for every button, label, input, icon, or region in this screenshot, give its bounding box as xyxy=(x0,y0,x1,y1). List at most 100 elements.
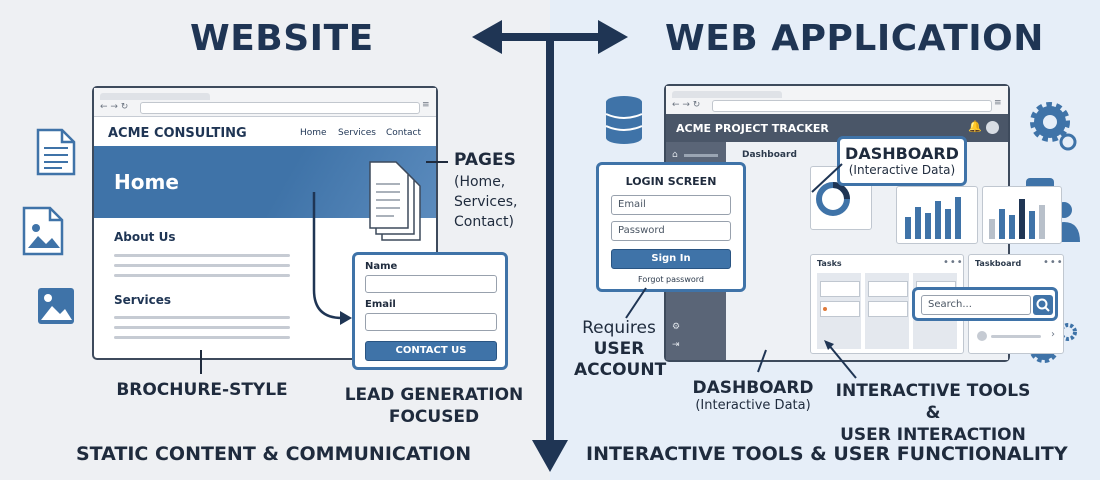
task-card[interactable] xyxy=(820,281,860,297)
logout-icon[interactable]: ⇥ xyxy=(672,340,680,350)
arrow-right-icon xyxy=(598,20,628,54)
requires-line: ACCOUNT xyxy=(574,360,667,380)
picture-icon xyxy=(38,288,74,324)
tasks-label: Tasks xyxy=(817,259,842,268)
more-icon[interactable]: ••• xyxy=(1043,257,1064,268)
tools-caption-pointer xyxy=(824,340,857,379)
login-screen: LOGIN SCREEN Email Password Sign In Forg… xyxy=(596,162,746,292)
search-input[interactable]: Search... xyxy=(921,295,1031,315)
name-input[interactable] xyxy=(365,275,497,293)
requires-pointer xyxy=(625,287,647,319)
website-footer: STATIC CONTENT & COMMUNICATION xyxy=(76,443,472,465)
text-line xyxy=(114,316,290,319)
pages-description: (Home, Services, Contact) xyxy=(454,172,518,232)
home-icon[interactable]: ⌂ xyxy=(672,150,678,160)
search-button[interactable] xyxy=(1033,295,1053,315)
text-line xyxy=(114,274,290,277)
webapp-title: WEB APPLICATION xyxy=(665,18,1044,59)
search-callout: Search... xyxy=(912,287,1058,321)
text-line xyxy=(114,336,290,339)
website-title: WEBSITE xyxy=(190,18,374,59)
text-line xyxy=(114,326,290,329)
nav-arrows-icon[interactable]: ← → ↻ xyxy=(672,100,701,110)
callout-pointer xyxy=(811,163,843,193)
bar-chart-widget[interactable] xyxy=(896,186,978,244)
document-icon xyxy=(36,128,76,176)
login-password-input[interactable]: Password xyxy=(611,221,731,241)
webapp-footer: INTERACTIVE TOOLS & USER FUNCTIONALITY xyxy=(586,443,1068,465)
browser-toolbar: ← → ↻ ≡ xyxy=(94,88,436,117)
settings-icon[interactable]: ⚙ xyxy=(672,322,681,332)
taskboard-label: Taskboard xyxy=(975,259,1022,268)
dashboard-caption: DASHBOARD (Interactive Data) xyxy=(678,378,828,413)
services-heading: Services xyxy=(114,293,172,307)
caption-pointer xyxy=(200,350,202,374)
nav-contact[interactable]: Contact xyxy=(386,128,422,138)
requires-line: Requires xyxy=(582,318,656,338)
interactive-tools-caption: INTERACTIVE TOOLS & USER INTERACTION xyxy=(826,380,1040,446)
tools-caption-line: INTERACTIVE TOOLS & xyxy=(835,381,1031,423)
bar-chart xyxy=(905,197,961,239)
contact-form: Name Email CONTACT US xyxy=(352,252,508,370)
nav-home[interactable]: Home xyxy=(300,128,327,138)
hero-title: Home xyxy=(114,170,179,194)
pages-desc-line: Contact) xyxy=(454,214,514,230)
pages-stack-icon xyxy=(369,161,421,241)
site-brand[interactable]: ACME CONSULTING xyxy=(108,126,247,141)
pages-title: PAGES xyxy=(454,150,516,170)
requires-line: USER xyxy=(593,339,645,359)
flow-arrow xyxy=(312,192,352,325)
priority-dot xyxy=(823,307,827,311)
dashboard-callout: DASHBOARD (Interactive Data) xyxy=(837,136,967,186)
address-bar[interactable] xyxy=(140,102,420,114)
forgot-password-link[interactable]: Forgot password xyxy=(638,275,704,284)
image-file-icon xyxy=(22,206,64,256)
email-label: Email xyxy=(365,299,396,310)
nav-arrows-icon[interactable]: ← → ↻ xyxy=(100,102,129,112)
dashboard-caption-pointer xyxy=(757,349,767,373)
about-heading: About Us xyxy=(114,230,176,244)
name-label: Name xyxy=(365,261,398,272)
email-input[interactable] xyxy=(365,313,497,331)
browser-tab[interactable] xyxy=(672,91,782,98)
browser-tab[interactable] xyxy=(100,93,210,100)
contact-us-button[interactable]: CONTACT US xyxy=(365,341,497,361)
app-header: ACME PROJECT TRACKER 🔔 xyxy=(666,114,1008,142)
text-line xyxy=(114,264,290,267)
donut-chart xyxy=(816,182,850,216)
chevron-right-icon[interactable]: › xyxy=(1051,329,1055,340)
menu-icon[interactable]: ≡ xyxy=(994,98,1002,108)
gear-icon xyxy=(1030,102,1077,151)
dashboard-label: Dashboard xyxy=(742,150,797,160)
menu-icon[interactable]: ≡ xyxy=(422,100,430,110)
bar-chart-widget[interactable] xyxy=(982,186,1062,244)
task-card[interactable] xyxy=(868,281,908,297)
lead-generation-caption: LEAD GENERATION FOCUSED xyxy=(344,384,524,428)
dashboard-callout-title: DASHBOARD xyxy=(845,144,959,163)
nav-services[interactable]: Services xyxy=(338,128,376,138)
dashboard-caption-subtitle: (Interactive Data) xyxy=(695,398,811,413)
sign-in-button[interactable]: Sign In xyxy=(611,249,731,269)
pages-pointer xyxy=(426,161,448,163)
avatar xyxy=(977,331,987,341)
brochure-caption: BROCHURE-STYLE xyxy=(116,380,288,400)
login-email-input[interactable]: Email xyxy=(611,195,731,215)
task-card[interactable] xyxy=(820,301,860,317)
requires-account-caption: Requires USER ACCOUNT xyxy=(574,318,667,381)
address-bar[interactable] xyxy=(712,100,992,112)
database-icon xyxy=(605,96,643,144)
avatar[interactable] xyxy=(986,121,999,134)
bell-icon[interactable]: 🔔 xyxy=(968,120,982,133)
arrow-left-icon xyxy=(472,20,502,54)
text-line xyxy=(114,254,290,257)
pages-desc-line: Services, xyxy=(454,194,518,210)
sidebar-item[interactable] xyxy=(684,154,718,157)
pages-desc-line: (Home, xyxy=(454,174,506,190)
dashboard-callout-subtitle: (Interactive Data) xyxy=(848,163,956,177)
browser-toolbar: ← → ↻ ≡ xyxy=(666,86,1008,115)
more-icon[interactable]: ••• xyxy=(943,257,964,268)
tasks-panel[interactable]: Tasks ••• xyxy=(810,254,964,354)
lead-caption-line: FOCUSED xyxy=(388,407,480,427)
tools-caption-line: USER INTERACTION xyxy=(840,425,1026,445)
task-card[interactable] xyxy=(868,301,908,317)
